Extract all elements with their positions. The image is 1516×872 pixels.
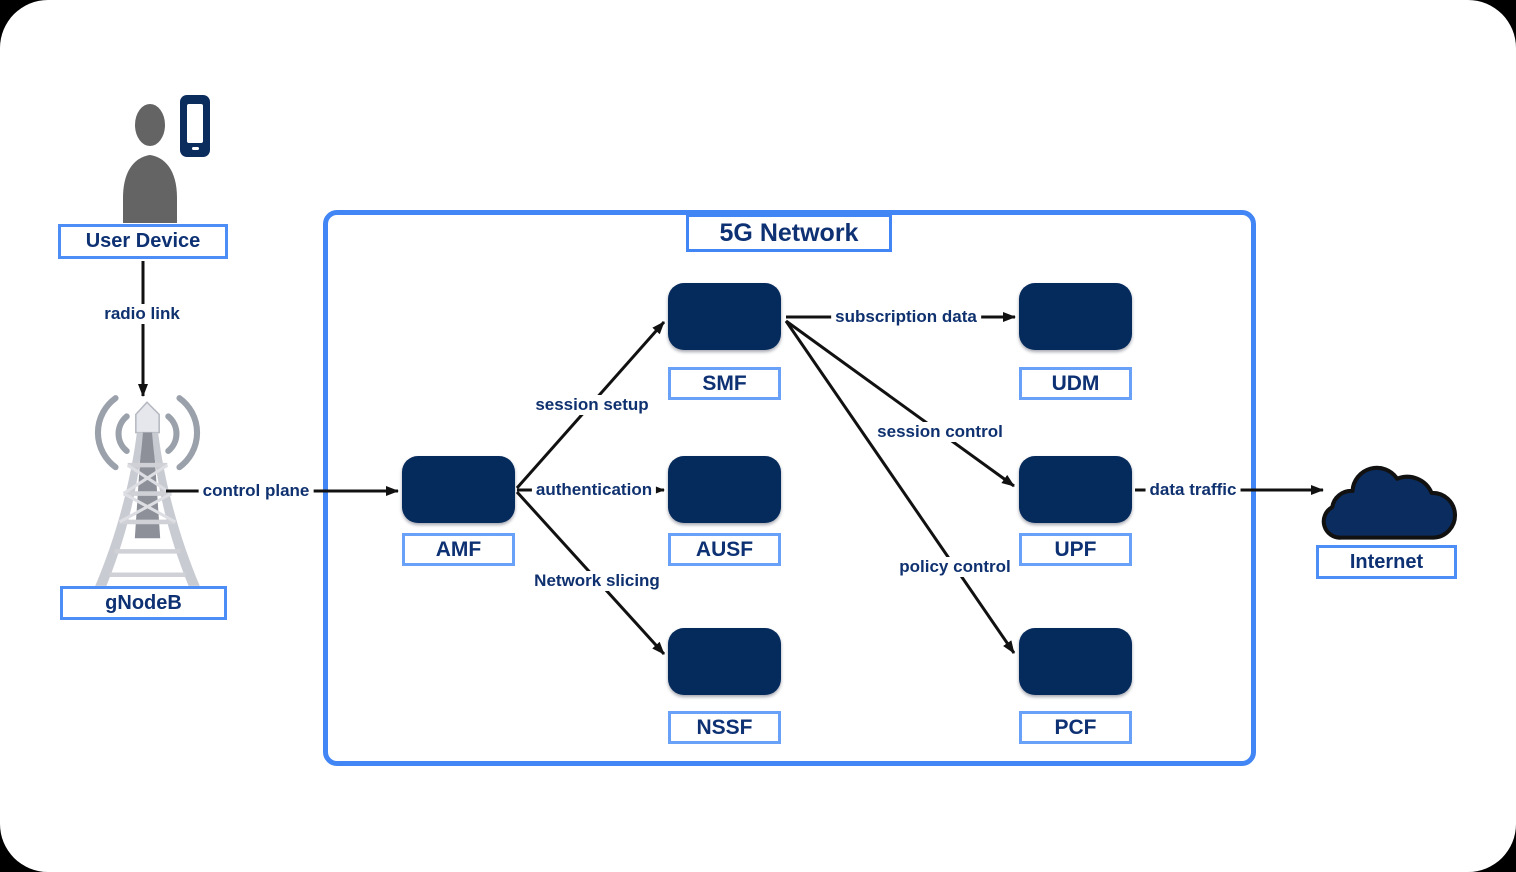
edge-label-session-control: session control [873,422,1007,442]
edge-label-data-traffic: data traffic [1145,480,1241,500]
edge-label-control-plane: control plane [198,481,314,501]
edge-line-policy-control [784,320,1016,654]
5g-network-title: 5G Network [686,214,892,252]
node-amf-box [402,456,515,523]
node-nssf-label: NSSF [668,711,781,744]
edge-label-network-slicing: Network slicing [530,571,664,591]
node-smf-label: SMF [668,367,781,400]
node-ausf-box [668,456,781,523]
node-ausf-label: AUSF [668,533,781,566]
edge-line-session-control [785,319,1015,488]
node-pcf-label: PCF [1019,711,1132,744]
edge-label-session-setup: session setup [531,395,653,415]
5g-network-container [323,210,1256,766]
node-smf-box [668,283,781,350]
edge-label-radio-link: radio link [100,304,184,324]
node-user-device-label: User Device [58,224,228,259]
node-nssf-box [668,628,781,695]
person-with-phone-icon [118,95,218,228]
node-internet-label: Internet [1316,545,1457,579]
cloud-icon [1316,448,1458,547]
node-amf-label: AMF [402,533,515,566]
edge-label-authentication: authentication [531,480,657,500]
node-gnodeb-label: gNodeB [60,586,227,620]
node-pcf-box [1019,628,1132,695]
radio-tower-icon [85,386,210,599]
edge-label-policy-control: policy control [895,557,1015,577]
node-udm-box [1019,283,1132,350]
edge-label-subscription-data: subscription data [831,307,981,327]
node-upf-box [1019,456,1132,523]
node-udm-label: UDM [1019,367,1132,400]
node-upf-label: UPF [1019,533,1132,566]
